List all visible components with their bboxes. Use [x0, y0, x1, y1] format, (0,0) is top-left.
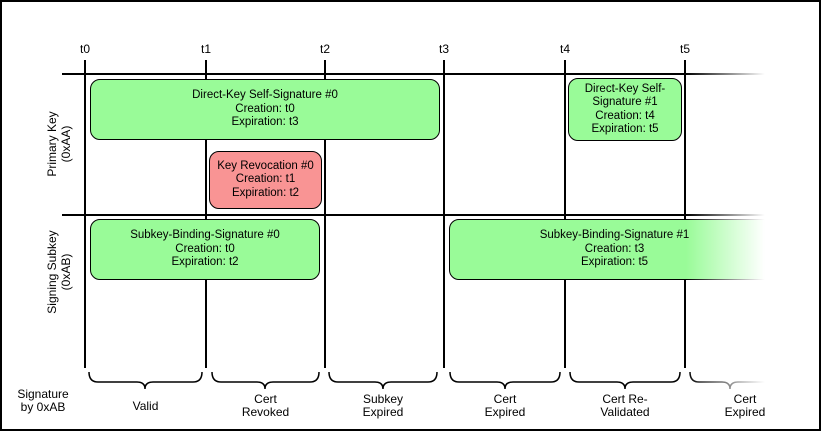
box-creation: Creation: t1: [235, 173, 296, 186]
box-expiration: Expiration: t5: [580, 256, 649, 269]
gridline-t1: [205, 60, 207, 368]
box-title: Key Revocation #0: [217, 159, 314, 172]
box-creation: Creation: t0: [175, 242, 235, 255]
period-brace-valid: [88, 372, 203, 390]
primary-key-lane-line: [62, 73, 775, 75]
box-title: Subkey-Binding-Signature #0: [130, 229, 280, 242]
box-expiration: Expiration: t3: [231, 116, 299, 129]
row-label-signing-subkey: Signing Subkey (0xAB): [45, 230, 73, 314]
box-creation: Creation: t3: [584, 242, 645, 255]
period-label-cert-revoked: Cert Revoked: [241, 392, 290, 419]
box-title: Direct-Key Self-Signature #1: [584, 82, 666, 109]
period-label-cert-expired-2: Cert Expired: [724, 392, 766, 419]
gridline-t3: [443, 60, 445, 368]
signature-by-0xab-label: Signature by 0xAB: [17, 387, 69, 414]
period-brace-cert-expired-2: [689, 372, 772, 390]
period-label-cert-expired-1: Cert Expired: [484, 392, 526, 419]
gridline-t5: [684, 60, 686, 368]
row-label-primary-key: Primary Key (0xAA): [45, 111, 73, 177]
signing-subkey-lane-line: [62, 214, 775, 216]
direct-key-self-signature-0-box: Direct-Key Self-Signature #0 Creation: t…: [90, 79, 440, 140]
period-brace-cert-re-validated: [569, 372, 681, 390]
period-label-subkey-expired: Subkey Expired: [362, 392, 404, 419]
subkey-binding-signature-1-box: Subkey-Binding-Signature #1 Creation: t3…: [449, 219, 780, 280]
box-title: Subkey-Binding-Signature #1: [539, 229, 690, 242]
tick-label-t5: t5: [679, 42, 690, 56]
box-title: Direct-Key Self-Signature #0: [192, 89, 338, 102]
box-creation: Creation: t4: [595, 109, 655, 122]
period-label-cert-re-validated: Cert Re- Validated: [600, 392, 650, 419]
tick-label-t3: t3: [438, 42, 449, 56]
direct-key-self-signature-1-box: Direct-Key Self-Signature #1 Creation: t…: [568, 78, 682, 141]
gridline-t4: [564, 60, 566, 368]
tick-label-t1: t1: [200, 42, 211, 56]
tick-label-t4: t4: [559, 42, 570, 56]
subkey-binding-signature-0-box: Subkey-Binding-Signature #0 Creation: t0…: [90, 219, 320, 280]
key-revocation-0-box: Key Revocation #0 Creation: t1 Expiratio…: [209, 151, 322, 209]
box-expiration: Expiration: t2: [231, 186, 300, 199]
period-brace-subkey-expired: [328, 372, 438, 390]
tick-label-t0: t0: [79, 42, 90, 56]
gridline-t2: [324, 60, 326, 368]
tick-label-t2: t2: [319, 42, 330, 56]
period-label-valid: Valid: [132, 398, 159, 413]
box-expiration: Expiration: t5: [591, 123, 659, 135]
gridline-t0: [84, 60, 86, 368]
period-brace-cert-expired-1: [449, 372, 561, 390]
box-expiration: Expiration: t2: [171, 256, 239, 269]
period-brace-cert-revoked: [211, 372, 320, 390]
box-creation: Creation: t0: [235, 102, 295, 115]
